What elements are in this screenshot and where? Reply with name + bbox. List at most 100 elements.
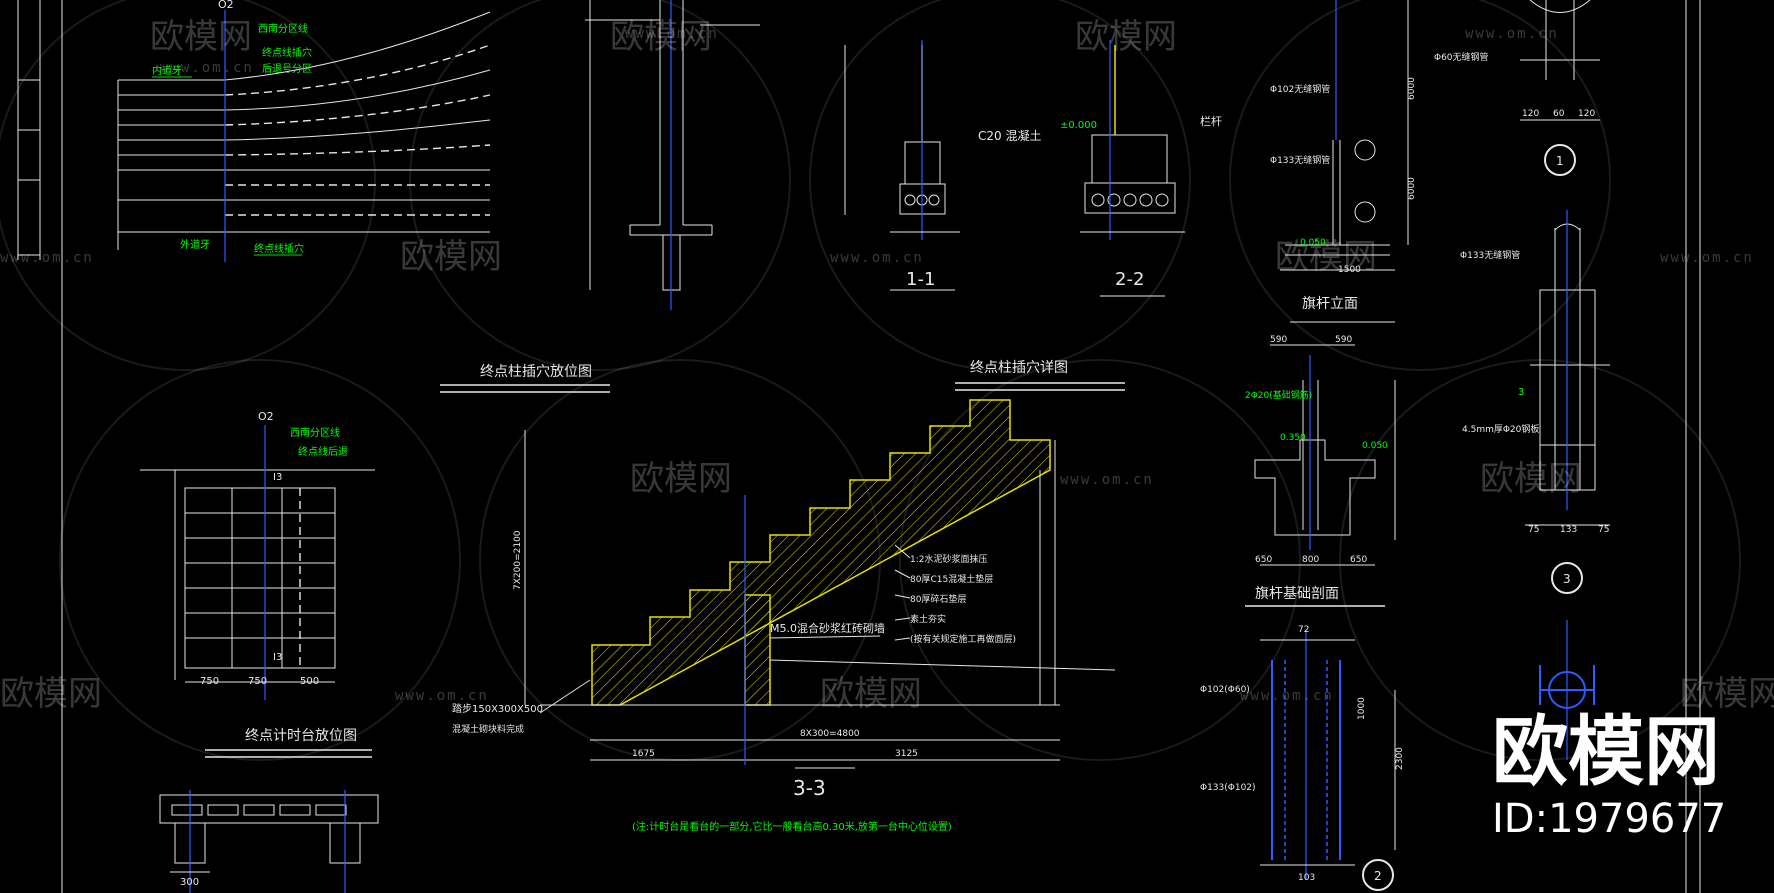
- note-c20: C20 混凝土: [978, 128, 1041, 143]
- title-flagpole-foundation: 旗杆基础剖面: [1255, 585, 1339, 602]
- watermark-brand-8: 欧模网: [0, 674, 102, 714]
- dim-300: 300: [180, 877, 199, 888]
- watermark-brand-3: 欧模网: [1075, 17, 1177, 57]
- watermarks: 欧模网 www.om.cn 欧模网 www.om.cn 欧模网 www.om.c…: [0, 17, 1774, 714]
- dim-590b: 590: [1335, 335, 1352, 345]
- dim-120a: 120: [1522, 109, 1539, 119]
- elev-e2: 0.050: [1362, 441, 1388, 451]
- dim-75a: 75: [1528, 525, 1539, 535]
- dim-75b: 75: [1598, 525, 1609, 535]
- watermark-brand-4: 欧模网: [400, 237, 502, 277]
- note-bottom: (注:计时台是看台的一部分,它比一般看台高0.30米,放第一台中心位设置): [632, 820, 952, 833]
- detail-1: [1520, 0, 1600, 176]
- timing-platform-plan: [140, 425, 375, 700]
- title-section-3-3: 3-3: [793, 776, 826, 800]
- mark-2: 2: [1374, 869, 1382, 883]
- watermark-url-9: www.om.cn: [1240, 688, 1334, 704]
- elev-zero: ±0.000: [1060, 120, 1097, 131]
- watermark-brand-10: 欧模网: [1680, 674, 1774, 714]
- title-timing-platform: 终点计时台放位图: [245, 728, 357, 744]
- layer-2: 80厚C15混凝土垫层: [910, 573, 993, 585]
- dim-800: 800: [1302, 555, 1319, 565]
- title-insert-position: 终点柱插穴放位图: [480, 364, 592, 380]
- watermark-url-6: www.om.cn: [1660, 250, 1754, 266]
- note-p3: Φ133无缝钢管: [1460, 249, 1520, 261]
- dim-72: 72: [1298, 625, 1309, 635]
- axis-label-i3-top: I3: [273, 472, 282, 483]
- watermark-brand-1: 欧模网: [150, 17, 252, 57]
- note-foundation-block: 踏步150X300X500: [452, 702, 543, 715]
- dim-500: 500: [300, 676, 319, 687]
- watermark-brand-2: 欧模网: [610, 17, 712, 57]
- label-mark-3-green: 3: [1518, 387, 1524, 398]
- flagpole-elevation: [1280, 0, 1409, 323]
- dim-1500: 1500: [1338, 265, 1361, 275]
- note-p2: Φ133无缝钢管: [1270, 154, 1330, 166]
- label-rail: 栏杆: [1200, 114, 1222, 128]
- corner-brand-id: ID:1979677: [1492, 796, 1726, 842]
- layer-3: 80厚碎石垫层: [910, 593, 966, 605]
- dim-750b: 750: [248, 676, 267, 687]
- watermark-url-1: www.om.cn: [160, 60, 254, 76]
- dim-6000a: 6000: [1407, 77, 1417, 100]
- dim-750a: 750: [200, 676, 219, 687]
- stair-section-3-3: [524, 399, 1116, 769]
- title-section-1-1: 1-1: [906, 269, 935, 290]
- watermark-url-3: www.om.cn: [1465, 26, 1559, 42]
- note-p1: Φ102无缝钢管: [1270, 83, 1330, 95]
- note-p5: Φ102(Φ60): [1200, 685, 1250, 695]
- detail-3: [1525, 210, 1610, 594]
- mark-3: 3: [1563, 572, 1571, 586]
- dim-7x300: 7X200=2100: [513, 530, 523, 590]
- section-1-1: [844, 40, 960, 291]
- corner-brand-logo: 欧模网: [1492, 707, 1720, 796]
- watermark-rings: [0, 0, 1741, 761]
- dim-103: 103: [1298, 873, 1315, 883]
- mark-1: 1: [1556, 154, 1564, 168]
- watermark-url-5: www.om.cn: [830, 250, 924, 266]
- section-2-2: [1080, 40, 1185, 297]
- layer-5: (按有关规定施工再做面层): [910, 633, 1016, 645]
- dim-650a: 650: [1255, 555, 1272, 565]
- dim-60: 60: [1553, 109, 1565, 119]
- label-insert-hole: 终点线插穴: [254, 242, 304, 255]
- dim-650b: 650: [1350, 555, 1367, 565]
- label-finish-line: 终点线后退: [298, 445, 348, 458]
- label-start-line: 终点线插穴: [262, 46, 312, 59]
- dim-2300: 2300: [1395, 747, 1405, 770]
- detail-pipe-clamp: [1539, 620, 1595, 760]
- label-finish-marks: 后退号分区: [262, 63, 312, 75]
- watermark-url-4: www.om.cn: [0, 250, 94, 266]
- watermark-brand-9: 欧模网: [820, 674, 922, 714]
- label-outer-line: 外道牙: [180, 238, 210, 251]
- watermark-url-2: www.om.cn: [625, 26, 719, 42]
- note-p4: Φ60无缝钢管: [1434, 51, 1489, 63]
- flagpole-foundation-elevation: [1254, 344, 1396, 566]
- dim-1675: 1675: [632, 749, 655, 759]
- track-lanes-plan: [117, 10, 491, 262]
- label-west-line: 西南分区线: [258, 22, 308, 35]
- dim-6000b: 6000: [1407, 177, 1417, 200]
- dim-3125: 3125: [895, 749, 918, 759]
- note-m5-wall: M5.0混合砂浆红砖砌墙: [770, 621, 885, 635]
- layer-4: 素土夯实: [910, 613, 946, 625]
- dim-133: 133: [1560, 525, 1577, 535]
- note-p7: 4.5mm厚Φ20钢板: [1462, 423, 1539, 435]
- axis-label-o2-mid: O2: [258, 410, 274, 423]
- note-p6: Φ133(Φ102): [1200, 783, 1256, 793]
- label-west-line-2: 西南分区线: [290, 426, 340, 439]
- note-p8: 2Φ20(基础钢筋): [1245, 389, 1312, 401]
- watermark-brand-5: 欧模网: [1275, 237, 1377, 277]
- watermark-brand-6: 欧模网: [630, 459, 732, 499]
- insert-detail-heading: [955, 382, 1125, 391]
- dim-120b: 120: [1578, 109, 1595, 119]
- column-section: [585, 0, 760, 310]
- timing-platform-heading: [205, 749, 372, 758]
- title-flagpole-elevation: 旗杆立面: [1302, 296, 1358, 312]
- watermark-url-8: www.om.cn: [395, 688, 489, 704]
- elev-e1: 0.350: [1280, 433, 1306, 443]
- title-strip: [17, 0, 41, 260]
- note-foundation-block-2: 混凝土砌块料完成: [452, 723, 524, 735]
